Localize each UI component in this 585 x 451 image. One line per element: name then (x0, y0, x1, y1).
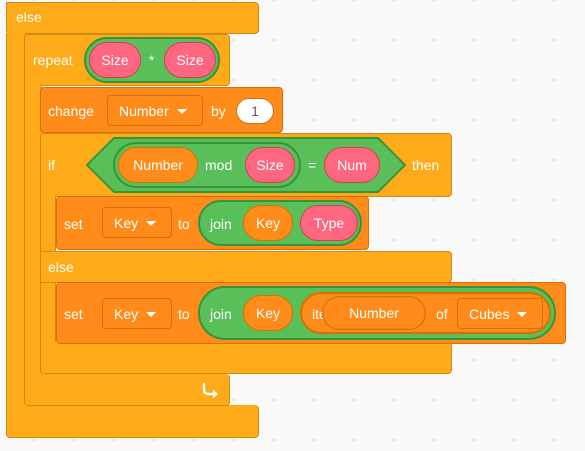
then-label: then (412, 157, 440, 173)
dropdown-caret-icon (517, 311, 528, 317)
outer-else-label: else (16, 9, 42, 25)
change-variable-name: Number (119, 102, 169, 119)
set-to-label-2: to (178, 306, 190, 322)
set-to-label-1: to (178, 216, 190, 232)
else-row (40, 251, 452, 283)
outer-else-arm (6, 33, 26, 413)
set-variable-dropdown-1[interactable]: Key (102, 207, 172, 238)
multiply-symbol: * (149, 52, 155, 68)
outer-else-bottom (6, 405, 259, 438)
item-number-reporter[interactable]: Number (322, 296, 426, 330)
repeat-size-left[interactable]: Size (89, 42, 141, 78)
outer-else-block[interactable] (6, 2, 259, 34)
list-name: Cubes (469, 305, 510, 322)
if-label: if (48, 157, 55, 173)
change-label: change (48, 103, 94, 119)
dropdown-caret-icon (176, 108, 187, 114)
join-label-1: join (210, 216, 232, 232)
dropdown-caret-icon (146, 311, 157, 317)
else-label: else (48, 259, 74, 275)
repeat-bottom (24, 374, 230, 406)
set-variable-name-2: Key (114, 305, 139, 322)
dropdown-caret-icon (146, 220, 157, 226)
repeat-size-right[interactable]: Size (164, 42, 216, 78)
join-key-reporter-1[interactable]: Key (243, 205, 293, 241)
change-by-label: by (211, 103, 226, 119)
if-else-bottom (40, 342, 452, 374)
mod-number-reporter[interactable]: Number (118, 147, 198, 183)
equals-symbol: = (308, 157, 317, 173)
repeat-label: repeat (33, 52, 73, 68)
join-key-reporter-2[interactable]: Key (243, 295, 293, 331)
mod-label: mod (205, 157, 233, 173)
set-label-2: set (64, 306, 83, 322)
list-dropdown[interactable]: Cubes (457, 298, 543, 329)
join-type-reporter[interactable]: Type (300, 205, 358, 241)
mod-size-reporter[interactable]: Size (245, 147, 295, 183)
change-amount-input[interactable]: 1 (236, 98, 274, 124)
set-variable-dropdown-2[interactable]: Key (102, 298, 172, 329)
of-label: of (436, 306, 448, 322)
loop-arrow-icon (202, 382, 218, 398)
change-variable-dropdown[interactable]: Number (107, 95, 203, 126)
set-variable-name-1: Key (114, 214, 139, 231)
set-label-1: set (64, 216, 83, 232)
num-reporter[interactable]: Num (324, 147, 380, 183)
join-label-2: join (210, 306, 232, 322)
